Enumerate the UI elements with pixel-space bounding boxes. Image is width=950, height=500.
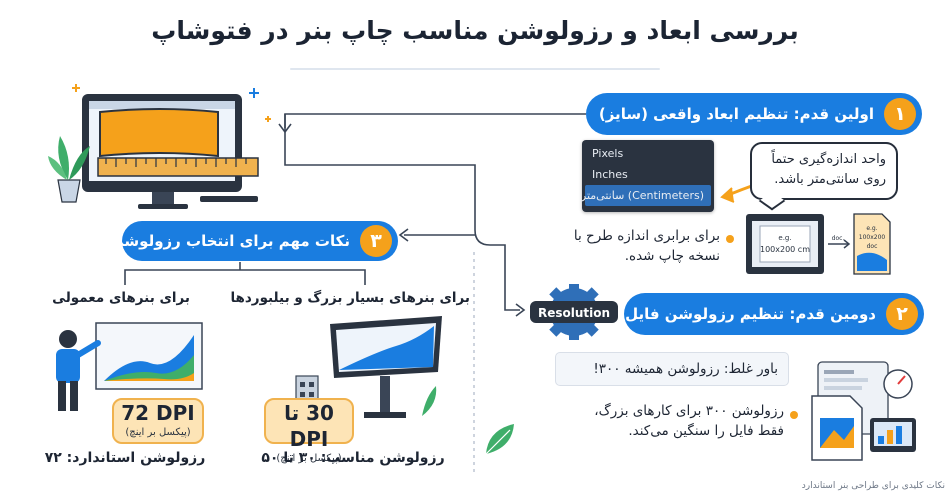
footer-note: نکات کلیدی برای طراحی بنر استاندارد (801, 481, 945, 491)
unit-option-inches[interactable]: Inches (592, 168, 628, 181)
dpi-large-value: 30 تا DPI (284, 401, 334, 451)
resolution-tip-line2: فقط فایل را سنگین می‌کند. (628, 423, 784, 439)
step-3-label: نکات مهم برای انتخاب رزولوشن (110, 232, 350, 250)
size-conversion-illustration: e.g. 100x200 cm doc. e.g. 100x200 doc (746, 213, 891, 275)
resolution-tip-line1: رزولوشن ۳۰۰ برای کارهای بزرگ، (594, 403, 784, 419)
dpi-badge-normal: 72 DPI (پیکسل بر اینچ) (112, 398, 204, 444)
unit-tip-bubble: واحد اندازه‌گیری حتماً روی سانتی‌متر باش… (750, 142, 898, 200)
unit-option-pixels[interactable]: Pixels (592, 147, 624, 160)
bullet-icon (726, 235, 734, 243)
screen-label-line2: 100x200 cm (760, 245, 810, 254)
step-2-number: ۲ (886, 298, 918, 330)
unit-tip-line2: روی سانتی‌متر باشد. (774, 172, 886, 187)
presenter-chart-illustration (40, 322, 203, 415)
step-1-header: ۱ اولین قدم: تنظیم ابعاد واقعی (سایز) (586, 93, 922, 135)
files-dashboard-illustration (811, 361, 916, 461)
branch-large-heading: برای بنرهای بسیار بزرگ و بیلبوردها (230, 290, 470, 306)
resolution-gear-icon: Resolution (530, 284, 618, 340)
print-label-line1: e.g. (866, 225, 877, 232)
dpi-normal-sub: (پیکسل بر اینچ) (125, 427, 191, 438)
title-underline (290, 68, 660, 70)
bullet-icon (790, 411, 798, 419)
step-3-header: ۳ نکات مهم برای انتخاب رزولوشن (111, 221, 398, 261)
step-3-number: ۳ (360, 225, 392, 257)
recommend-large: رزولوشن مناسب: ۳۰ تا ۵۰ (261, 450, 445, 466)
step-2-label: دومین قدم: تنظیم رزولوشن فایل (625, 305, 876, 323)
size-tip: برای برابری اندازه طرح با نسخه چاپ شده. (560, 226, 720, 266)
resolution-tip: رزولوشن ۳۰۰ برای کارهای بزرگ، فقط فایل ر… (564, 401, 784, 441)
units-dropdown[interactable]: Pixels Inches (Centimeters) سانتی‌متر (581, 140, 714, 212)
step-1-label: اولین قدم: تنظیم ابعاد واقعی (سایز) (598, 105, 874, 123)
dpi-normal-value: 72 DPI (121, 401, 195, 425)
page-title: بررسی ابعاد و رزولوشن مناسب چاپ بنر در ف… (151, 16, 799, 45)
print-label-line2: 100x200 (859, 234, 886, 241)
myth-text: باور غلط: رزولوشن همیشه ۳۰۰! (593, 361, 778, 377)
recommend-normal: رزولوشن استاندارد: ۷۲ (44, 450, 206, 466)
myth-box: باور غلط: رزولوشن همیشه ۳۰۰! (555, 352, 789, 386)
dpi-badge-large: 30 تا DPI (پیکسل بر اینچ) (264, 398, 354, 464)
screen-label-line1: e.g. (778, 234, 791, 242)
size-tip-line2: نسخه چاپ شده. (624, 248, 720, 264)
doc-tag: doc. (832, 235, 845, 242)
unit-tip-line1: واحد اندازه‌گیری حتماً (771, 152, 886, 167)
leaf-icon (485, 424, 514, 455)
monitor-ruler-illustration (48, 84, 271, 209)
print-label-line3: doc (867, 243, 878, 250)
step-2-header: ۲ دومین قدم: تنظیم رزولوشن فایل (624, 293, 924, 335)
dpi-large-sub: (پیکسل بر اینچ) (276, 453, 342, 464)
size-tip-line1: برای برابری اندازه طرح با (573, 228, 720, 244)
step-1-number: ۱ (884, 98, 916, 130)
resolution-label: Resolution (538, 306, 610, 320)
unit-option-centimeters[interactable]: (Centimeters) سانتی‌متر (581, 185, 711, 206)
branch-normal-heading: برای بنرهای معمولی (52, 290, 190, 306)
